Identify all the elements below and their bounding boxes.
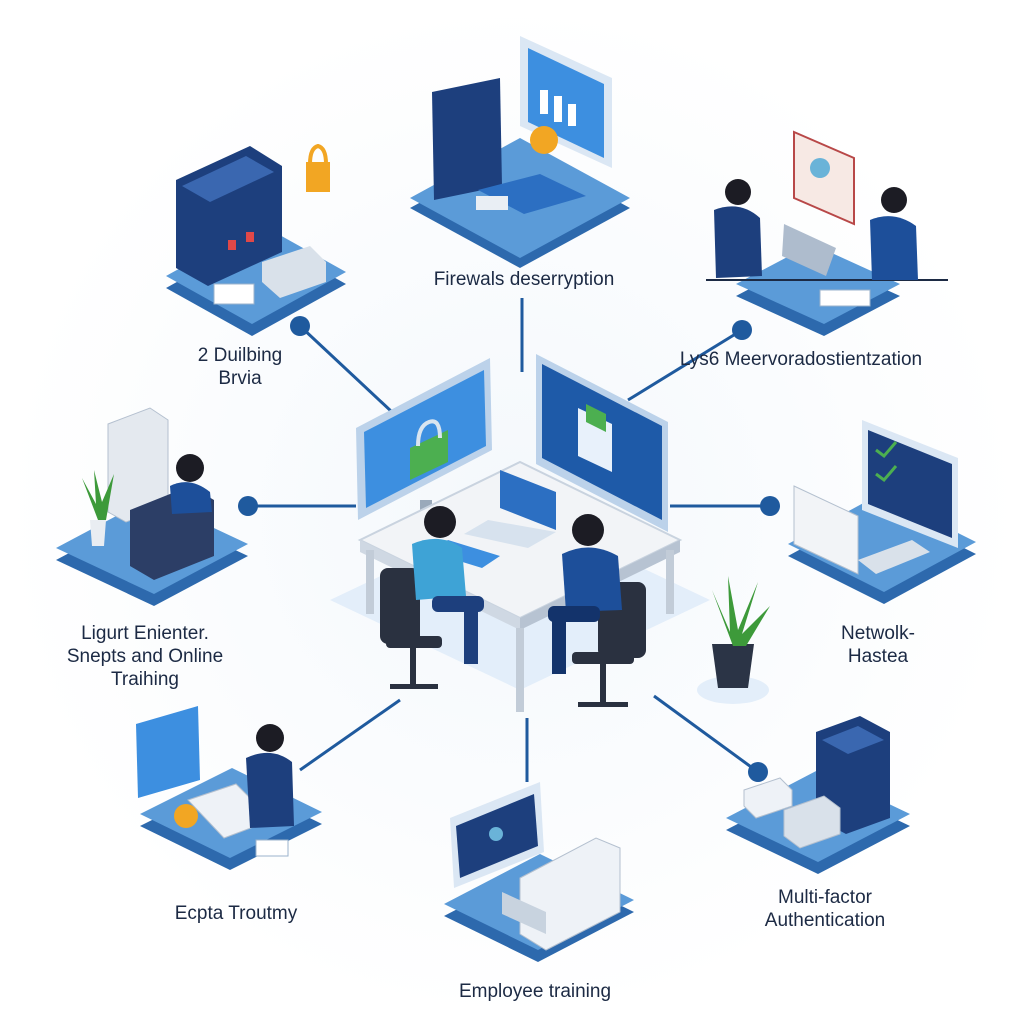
- label-firewalls-line: Firewals deserryption: [433, 269, 615, 290]
- label-online-training: Ligurt Enienter. Snepts and Online Traih…: [30, 622, 260, 691]
- label-data-building: 2 Duilbing Brvia: [160, 344, 320, 390]
- label-mfa-line-1: Multi-factor: [778, 887, 872, 908]
- connector-ecpta: [299, 698, 401, 772]
- connector-dot-building: [290, 316, 310, 336]
- label-ecpta-line: Ecpta Troutmy: [174, 903, 298, 924]
- connector-dot-online-training: [238, 496, 258, 516]
- label-employee-training-line: Employee training: [458, 981, 612, 1002]
- label-employee-training: Employee training: [420, 980, 650, 1003]
- label-mfa-line-2: Authentication: [764, 910, 886, 931]
- central-workstation-hub: [330, 354, 710, 712]
- label-firewalls: Firewals deserryption: [374, 268, 674, 291]
- connector-verification: [627, 328, 743, 402]
- node-network-hastea: [788, 420, 976, 604]
- node-firewalls: [410, 36, 630, 268]
- node-online-training: [56, 407, 248, 606]
- label-online-training-line-2: Snepts and Online: [66, 646, 224, 667]
- hub-people: [412, 506, 622, 674]
- connector-mfa: [653, 694, 759, 774]
- connector-dot-network: [760, 496, 780, 516]
- floor-plant-icon: [697, 576, 770, 704]
- label-network-hastea-line-1: Netwolk-: [841, 623, 915, 644]
- node-data-building: [166, 143, 346, 336]
- label-online-training-line-1: Ligurt Enienter.: [81, 623, 209, 644]
- connector-building: [298, 324, 394, 414]
- label-verification-line: Lys6 Meervoradostientzation: [679, 349, 923, 370]
- node-ecpta: [136, 706, 322, 870]
- label-network-hastea: Netwolk- Hastea: [808, 622, 948, 668]
- hub-shield-monitor: [536, 354, 668, 532]
- label-verification: Lys6 Meervoradostientzation: [636, 348, 966, 371]
- label-network-hastea-line-2: Hastea: [847, 646, 909, 667]
- label-mfa: Multi-factor Authentication: [730, 886, 920, 932]
- label-online-training-line-3: Traihing: [111, 669, 179, 690]
- label-data-building-line-1: 2 Duilbing: [197, 345, 283, 366]
- node-verification: [706, 130, 948, 336]
- connector-dot-mfa: [748, 762, 768, 782]
- node-mfa: [726, 716, 910, 874]
- node-employee-training: [444, 782, 634, 962]
- connector-dot-verification: [732, 320, 752, 340]
- connectors: [238, 298, 780, 782]
- label-ecpta: Ecpta Troutmy: [136, 902, 336, 925]
- label-data-building-line-2: Brvia: [218, 368, 262, 389]
- hub-chairs: [380, 568, 646, 707]
